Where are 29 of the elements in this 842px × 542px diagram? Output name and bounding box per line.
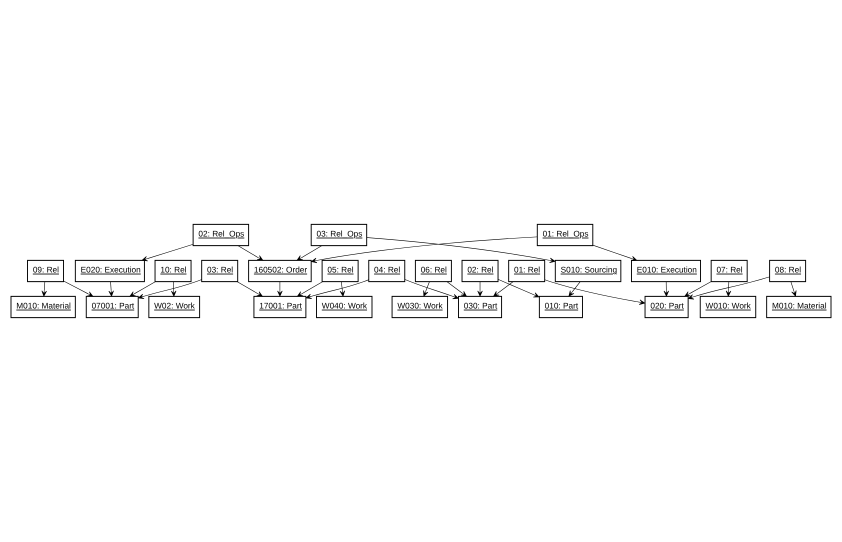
arrow: [138, 279, 202, 299]
arrow: [498, 279, 540, 298]
arrow: [423, 281, 430, 297]
arrow: [366, 237, 556, 264]
arrow: [236, 281, 263, 297]
arrow: [238, 245, 264, 261]
arrow: [297, 281, 323, 297]
arrow: [544, 279, 646, 305]
arrow: [130, 281, 156, 297]
arrow: [108, 281, 114, 297]
arrow: [568, 281, 580, 297]
arrow: [477, 281, 483, 297]
arrow: [446, 281, 467, 297]
arrow: [684, 281, 712, 297]
arrow: [404, 279, 459, 300]
arrow: [493, 281, 514, 297]
arrow: [340, 281, 346, 297]
arrow: [310, 236, 538, 264]
arrow: [63, 280, 94, 297]
arrow: [688, 276, 770, 300]
arrow: [726, 281, 732, 297]
arrow: [42, 281, 47, 297]
arrow: [142, 244, 194, 262]
arrow: [592, 244, 638, 262]
arrow: [171, 281, 176, 297]
arrow: [790, 281, 796, 297]
arrow: [296, 245, 322, 261]
arrow: [277, 281, 283, 297]
arrow: [664, 281, 669, 297]
